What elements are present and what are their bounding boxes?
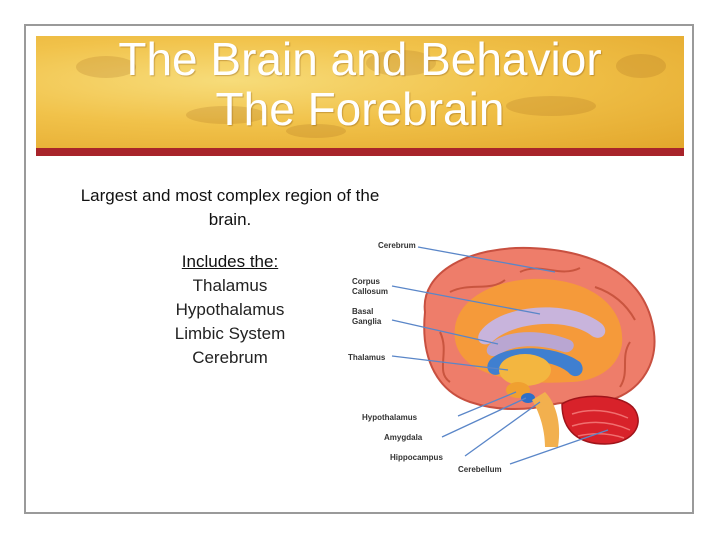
label-basal: Basal	[352, 307, 373, 316]
cerebellum-shape	[561, 395, 639, 445]
label-corpus: Corpus	[352, 277, 381, 286]
includes-item-thalamus: Thalamus	[192, 276, 268, 295]
cortex-folds	[439, 267, 636, 388]
amygdala-shape	[521, 393, 535, 403]
includes-heading: Includes the:	[181, 252, 279, 271]
intro-text: Largest and most complex region of the b…	[40, 184, 420, 232]
label-amygdala: Amygdala	[384, 433, 423, 442]
title-band	[36, 36, 684, 148]
thalamus-shape	[499, 354, 551, 386]
intro-line-1: Largest and most complex region of the	[80, 186, 380, 205]
cerebellum-folds	[571, 409, 631, 439]
title-underline-rule	[36, 148, 684, 156]
intro-line-2: brain.	[208, 210, 252, 229]
label-ganglia: Ganglia	[352, 317, 382, 326]
label-cerebellum: Cerebellum	[458, 465, 502, 474]
pointer-lines	[391, 246, 609, 465]
label-cerebrum: Cerebrum	[378, 241, 416, 250]
slide-title-line-1: The Brain and Behavior	[118, 33, 602, 85]
brainstem-shape	[532, 392, 560, 447]
includes-item-cerebrum: Cerebrum	[192, 348, 268, 367]
includes-list: Includes the: Thalamus Hypothalamus Limb…	[130, 250, 330, 370]
corpus-callosum-shape	[478, 307, 606, 345]
label-thalamus: Thalamus	[348, 353, 386, 362]
label-hypothalamus: Hypothalamus	[362, 413, 418, 422]
includes-item-limbic-system: Limbic System	[174, 324, 286, 343]
brain-diagram: Cerebrum Corpus Callosum Basal Ganglia T…	[348, 241, 656, 474]
label-hippocampus: Hippocampus	[390, 453, 443, 462]
limbic-arc-shape	[487, 348, 583, 377]
basal-ganglia-shape	[486, 332, 574, 357]
slide-title: The Brain and Behavior The Forebrain	[36, 34, 684, 134]
label-callosum: Callosum	[352, 287, 388, 296]
includes-item-hypothalamus: Hypothalamus	[175, 300, 285, 319]
slide-title-line-2: The Forebrain	[215, 83, 505, 135]
